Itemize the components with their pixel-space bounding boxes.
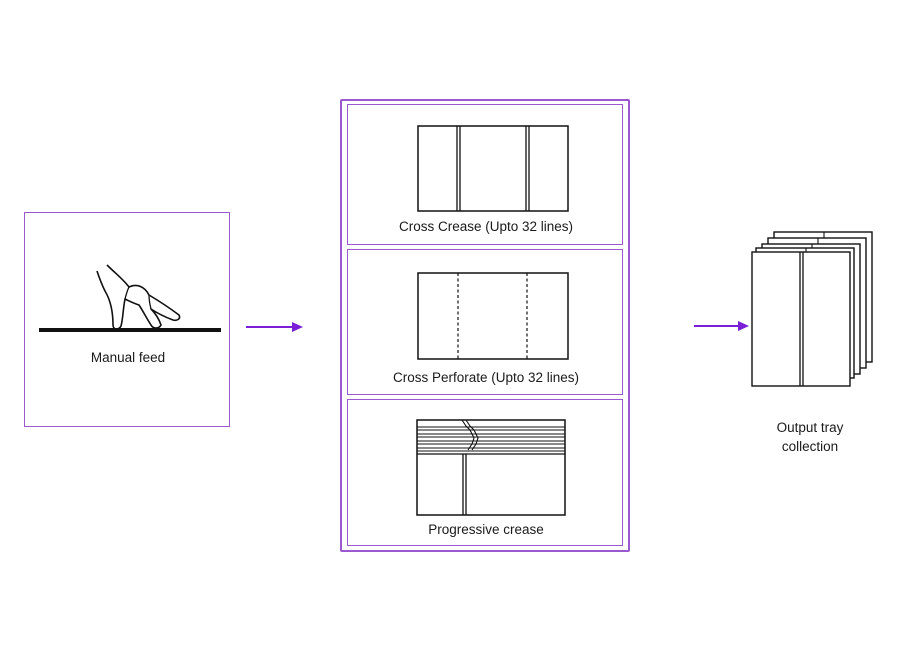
- output-tray-label-line2: collection: [781, 439, 839, 454]
- cross-crease-label: Cross Crease (Upto 32 lines): [398, 219, 574, 234]
- output-tray-label: Output tray collection: [740, 418, 880, 456]
- manual-feed-panel: Manual feed: [24, 212, 230, 427]
- arrow-right-icon: [694, 321, 749, 331]
- cross-crease-option: Cross Crease (Upto 32 lines): [347, 104, 623, 245]
- output-tray-label-line1: Output tray: [776, 420, 844, 435]
- manual-feed-label: Manual feed: [90, 350, 166, 365]
- cross-crease-sheet-icon: [417, 125, 569, 212]
- progressive-crease-sheet-icon: [416, 419, 566, 516]
- processing-options-box: Cross Crease (Upto 32 lines) Cross Perfo…: [340, 99, 630, 552]
- cross-perforate-label: Cross Perforate (Upto 32 lines): [392, 370, 580, 385]
- cross-perforate-sheet-icon: [417, 272, 569, 360]
- progressive-crease-label: Progressive crease: [428, 522, 544, 537]
- progressive-crease-option: Progressive crease: [347, 399, 623, 546]
- cross-perforate-option: Cross Perforate (Upto 32 lines): [347, 249, 623, 395]
- arrow-right-icon: [246, 322, 303, 332]
- hand-pressing-sheet-icon: [39, 264, 221, 332]
- stacked-folded-sheets-icon: [751, 231, 873, 387]
